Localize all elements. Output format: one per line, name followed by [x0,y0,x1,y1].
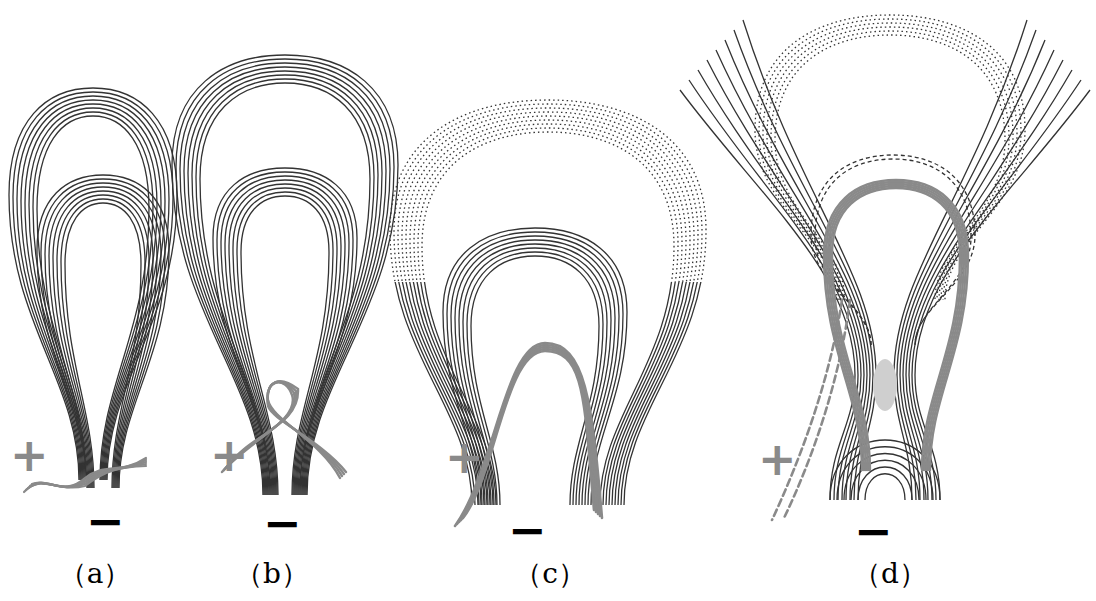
field-line [398,282,698,505]
field-line [241,196,329,495]
polarity-plus: + [445,434,484,480]
polarity-plus: + [758,436,797,482]
field-line [410,282,686,505]
panel-label: （b） [235,560,309,588]
field-line [443,228,627,505]
field-line-dotted [755,15,1025,300]
field-line-dotted [422,132,674,282]
field-line-dotted [767,27,1013,300]
post-flare-loop [837,447,933,500]
field-line [41,179,165,488]
flux-rope-strand [32,466,146,488]
flux-rope-strand [772,300,842,520]
field-line-dotted [390,100,706,282]
field-line [29,108,157,480]
field-line [390,282,706,505]
post-flare-loop [844,454,926,501]
field-line [422,282,674,505]
open-field-line [698,70,861,500]
polarity-minus: − [86,498,125,544]
field-line-dotted [414,124,682,282]
field-line [45,183,161,488]
field-line-dotted [775,35,1005,300]
field-line-dotted [398,108,698,282]
field-line [200,83,370,495]
field-line [57,195,149,488]
field-line-dotted [763,23,1017,300]
field-line [37,175,169,488]
field-line-dotted [394,104,702,282]
polarity-plus: + [210,432,249,478]
field-line [176,59,394,495]
field-line-dotted [771,31,1009,300]
field-line [188,71,382,495]
field-line [414,282,682,505]
post-flare-loop [858,467,912,500]
field-line [402,282,694,505]
field-line [394,282,702,505]
open-field-line [915,90,1090,500]
field-line-dotted [406,116,690,282]
polarity-minus: − [263,500,302,546]
current-sheet [873,359,897,411]
open-field-line [725,40,870,500]
field-line [37,116,149,480]
field-line [196,79,374,495]
field-line [192,75,378,495]
field-line [406,282,690,505]
panel-label: （c） [514,560,586,588]
flux-rope-strand [832,188,960,470]
flux-rope-strand [784,300,850,518]
field-line-dotted [402,112,694,282]
field-line [61,199,145,488]
polarity-minus: − [508,507,547,553]
open-field-line [707,60,864,500]
field-line [172,55,398,495]
field-line-dotted [410,120,686,282]
polarity-minus: − [854,508,893,554]
field-line [13,92,173,480]
panel-label: （d） [853,560,927,588]
post-flare-loop [865,474,905,500]
polarity-plus: + [10,432,49,478]
field-line [184,67,386,495]
field-line-dotted [418,128,678,282]
flux-rope-strand [828,184,964,470]
field-line [180,63,390,495]
field-line [418,282,678,505]
open-field-line [734,30,873,500]
field-line [65,203,141,488]
field-line [53,191,153,488]
flux-rope-strand [830,186,962,470]
panel-label: （a） [59,560,132,588]
field-line [49,187,157,488]
